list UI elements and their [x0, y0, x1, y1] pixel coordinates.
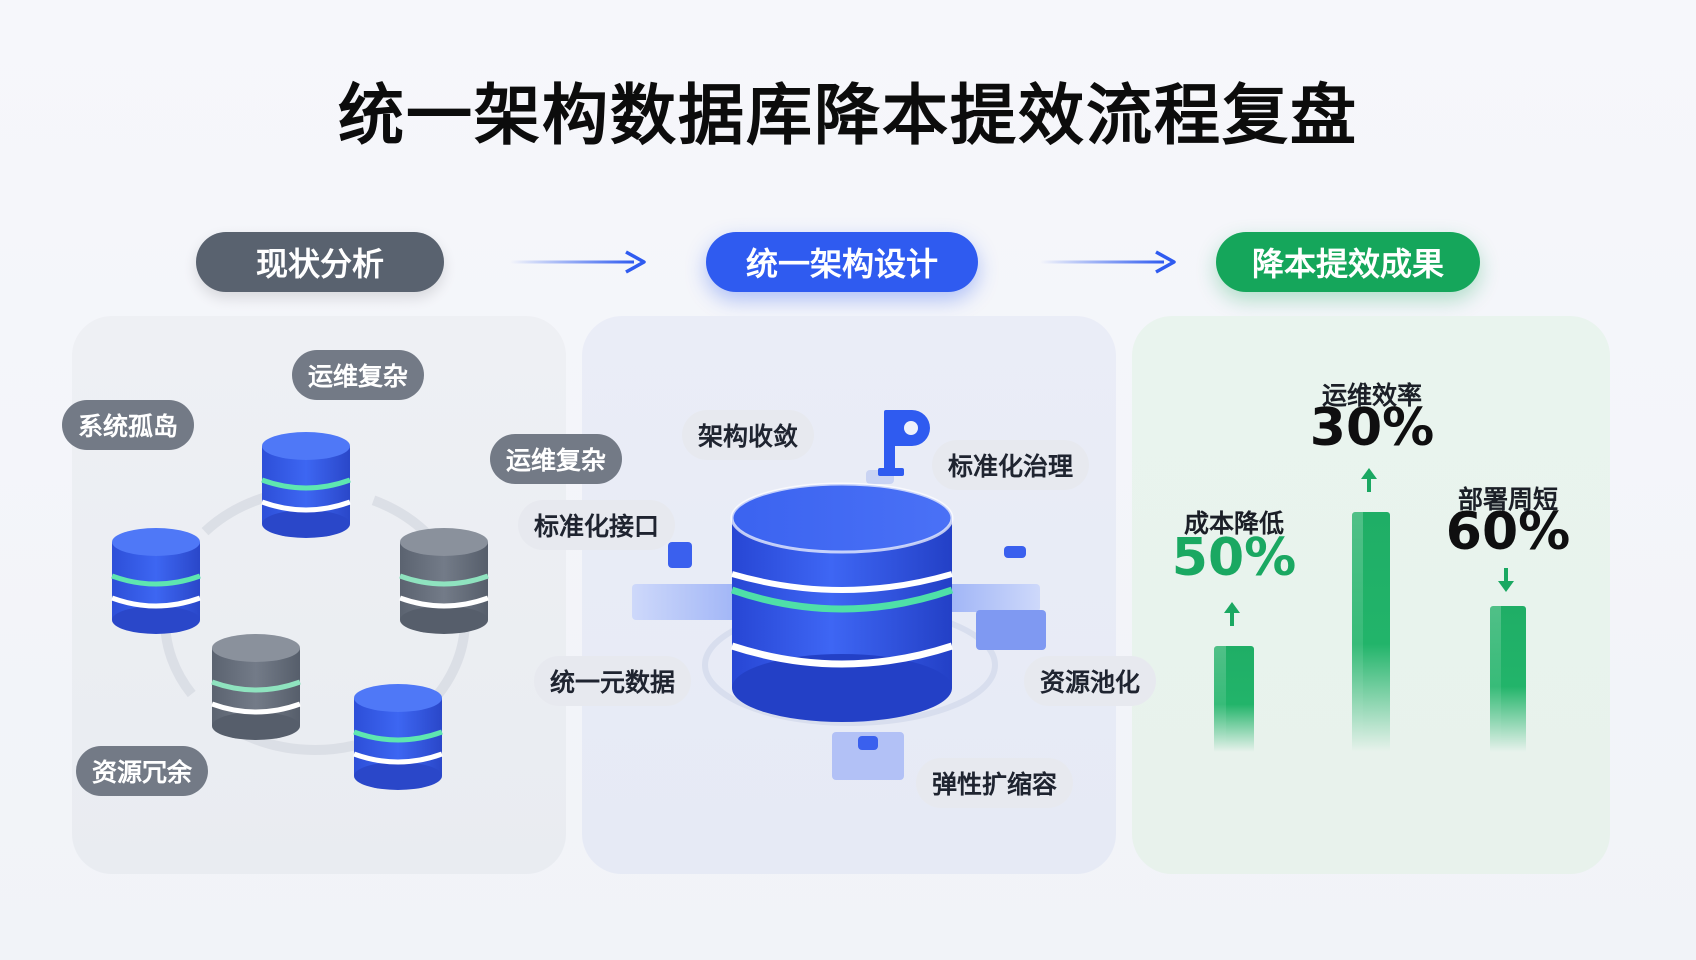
tag-unified-metadata: 统一元数据 [534, 656, 692, 706]
arrow-right-icon [510, 250, 646, 274]
stage-label: 降本提效成果 [1251, 245, 1444, 283]
tag-architecture-convergence: 架构收敛 [682, 410, 815, 460]
module-chip-2 [1004, 546, 1026, 558]
stage-results: 降本提效成果 [1216, 232, 1480, 292]
bar-ops [1352, 512, 1390, 752]
module-chip-6 [858, 736, 878, 750]
metric-label-ops: 运维效率 [1321, 381, 1422, 410]
metric-value-cost: 50% [1171, 528, 1297, 588]
metric-value-ops: 30% [1309, 398, 1435, 458]
flag-p-icon [878, 410, 930, 476]
central-database-icon [730, 482, 954, 722]
arrow-up-icon [1224, 602, 1240, 626]
stage-label: 现状分析 [255, 245, 384, 283]
module-chip-3 [976, 610, 1046, 650]
stage-unified-design: 统一架构设计 [706, 232, 978, 292]
stage-label: 统一架构设计 [745, 245, 938, 283]
metric-label-deploy: 部署周短 [1457, 485, 1558, 514]
tag-standardized-interface: 标准化接口 [518, 500, 676, 550]
metric-label-cost: 成本降低 [1183, 509, 1284, 538]
arrow-right-icon [1040, 250, 1176, 274]
bar-deploy [1490, 606, 1526, 752]
database-icon-right-gray [399, 528, 489, 634]
tag-system-silo: 系统孤岛 [62, 400, 195, 450]
database-icon-bottom-gray [211, 634, 301, 740]
database-icon-top [261, 432, 351, 538]
tag-resource-redundancy: 资源冗余 [76, 746, 209, 796]
tag-standardized-governance: 标准化治理 [932, 440, 1090, 490]
page-title: 统一架构数据库降本提效流程复盘 [338, 77, 1358, 154]
database-icon-bottom-right [353, 684, 443, 790]
connector-slab-left [632, 584, 750, 620]
stage-current-analysis: 现状分析 [196, 232, 444, 292]
module-chip-1 [668, 542, 692, 568]
tag-ops-complex-2: 运维复杂 [490, 434, 623, 484]
arrow-down-icon [1498, 568, 1514, 592]
database-icon-left [111, 528, 201, 634]
tag-ops-complex-1: 运维复杂 [292, 350, 425, 400]
metric-value-deploy: 60% [1445, 502, 1571, 562]
tag-resource-pooling: 资源池化 [1024, 656, 1157, 706]
connector-slab-right [940, 584, 1040, 612]
tag-elastic-scaling: 弹性扩缩容 [916, 758, 1074, 808]
bar-cost [1214, 646, 1254, 752]
arrow-up-icon [1361, 468, 1377, 492]
